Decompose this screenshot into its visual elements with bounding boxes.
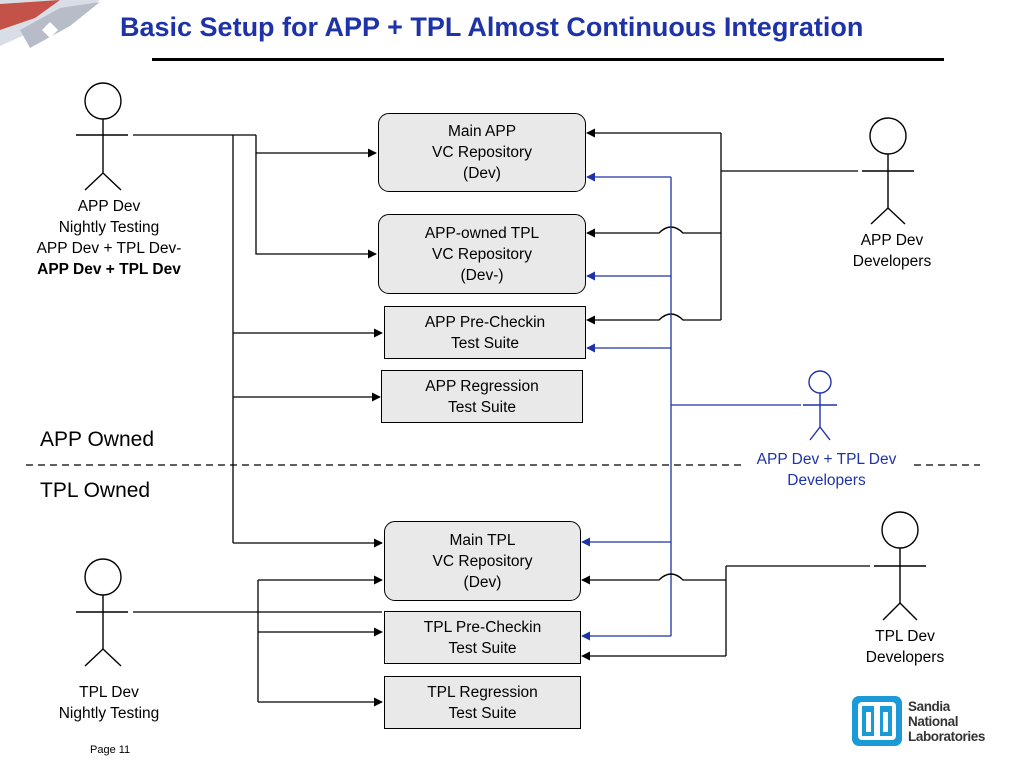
flag-decoration	[0, 0, 100, 48]
tpl-developers-connectors	[581, 565, 870, 661]
actor-app-dev-nightly-icon	[76, 82, 128, 191]
app-tpl-developers-label: APP Dev + TPL Dev Developers	[744, 449, 909, 491]
main-app-repo-box: Main APP VC Repository (Dev)	[378, 113, 586, 192]
app-dev-developers-label: APP Dev Developers	[852, 232, 932, 270]
tpl-dev-nightly-label: TPL Dev Nightly Testing	[58, 684, 160, 722]
app-owned-tpl-repo-box: APP-owned TPL VC Repository (Dev-)	[378, 214, 586, 294]
sandia-thunderbird-icon	[852, 696, 902, 746]
actor-tpl-dev-developers-icon	[874, 511, 926, 621]
main-tpl-repo-box: Main TPL VC Repository (Dev)	[384, 521, 581, 601]
sandia-logo-text: Sandia National Laboratories	[908, 698, 985, 744]
tpl-regression-box: TPL Regression Test Suite	[384, 676, 581, 729]
actor-tpl-dev-nightly-icon	[76, 558, 128, 667]
tpl-nightly-connectors	[133, 575, 383, 707]
tpl-owned-label: TPL Owned	[40, 479, 151, 502]
tpl-dev-developers-label: TPL Dev Developers	[865, 628, 945, 666]
actor-app-tpl-developers-icon	[803, 370, 837, 441]
sandia-logo: Sandia National Laboratories	[852, 696, 985, 746]
app-developers-connectors	[586, 128, 858, 325]
tpl-prechecking-box: TPL Pre-Checkin Test Suite	[384, 611, 581, 664]
app-tpl-developers-connectors	[581, 172, 801, 641]
slide-title: Basic Setup for APP + TPL Almost Continu…	[120, 12, 864, 42]
app-nightly-connectors	[133, 134, 383, 548]
app-dev-nightly-label: APP Dev Nightly Testing APP Dev + TPL De…	[36, 198, 182, 278]
app-regression-box: APP Regression Test Suite	[381, 370, 583, 423]
page-number: Page 11	[90, 744, 131, 756]
app-prechecking-box: APP Pre-Checkin Test Suite	[384, 306, 586, 359]
actor-app-dev-developers-icon	[862, 117, 914, 225]
app-owned-label: APP Owned	[40, 428, 155, 451]
title-underline	[152, 58, 944, 61]
